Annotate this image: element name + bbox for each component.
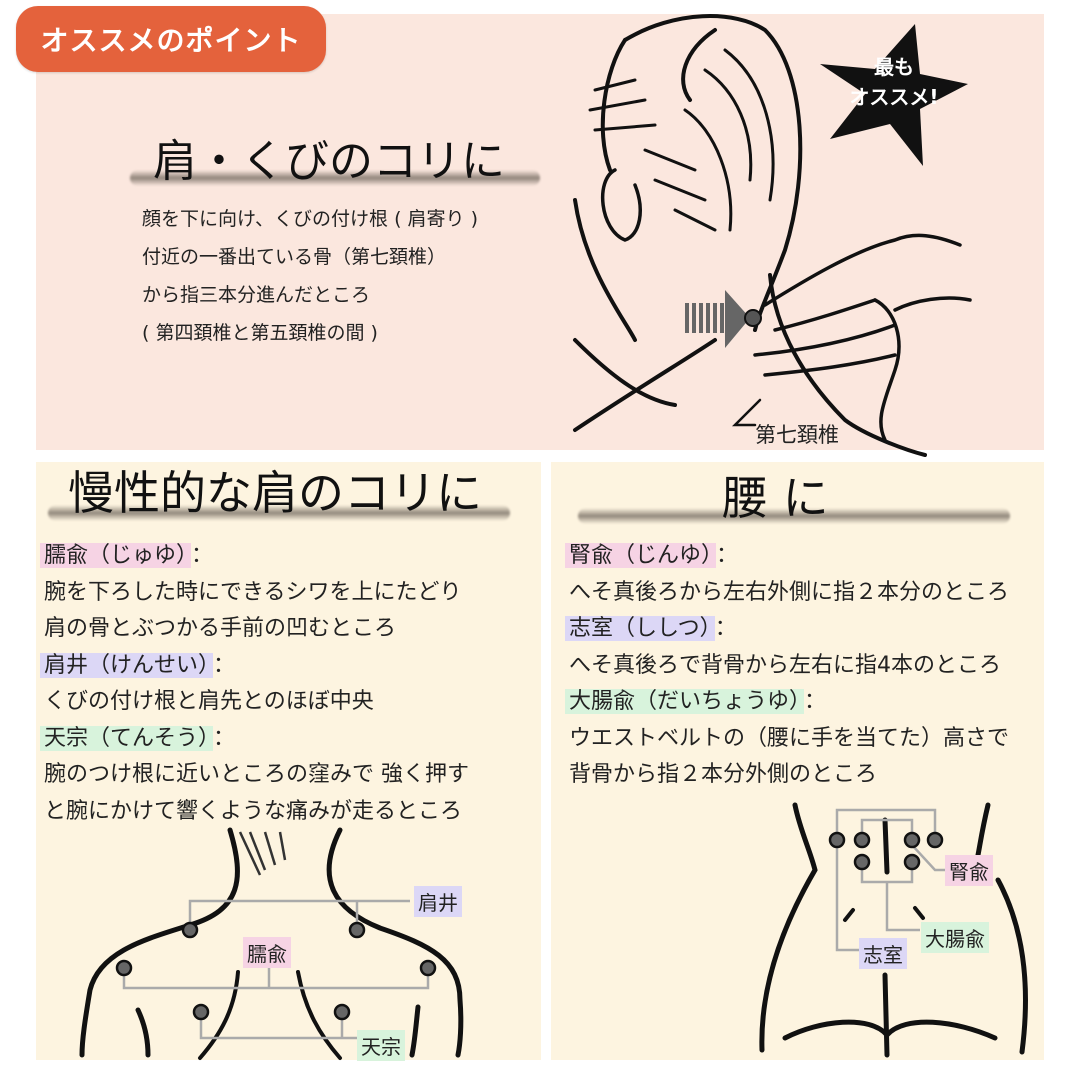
colon: ：	[714, 616, 737, 641]
point-kensei: 肩井（けんせい）：	[40, 648, 469, 685]
colon: ：	[191, 543, 214, 568]
recommend-badge: オススメのポイント	[16, 6, 326, 72]
neck-desc-line: 顔を下に向け、くびの付け根 ( 肩寄り )	[142, 208, 478, 230]
diagram-label-daichoyu: 大腸兪	[921, 922, 989, 953]
diagram-label-jinyu: 腎兪	[945, 855, 993, 886]
neck-massage-illustration	[573, 14, 972, 457]
point-tenso: 天宗（てんそう）：	[40, 721, 469, 758]
point-name-kensei: 肩井（けんせい）	[40, 652, 214, 678]
neck-description: 顔を下に向け、くびの付け根 ( 肩寄り ) 付近の一番出ている骨（第七頚椎） か…	[142, 200, 478, 352]
point-kensei-jyuyu: 臑兪（じゅゆ）：	[40, 538, 469, 575]
title-underbar	[48, 505, 510, 521]
point-desc: 腕のつけ根に近いところの窪みで 強く押す	[44, 762, 469, 787]
lower-back-points-list: 腎兪（じんゆ）： へそ真後ろから左右外側に指２本分のところ 志室（ししつ）： へ…	[565, 538, 1010, 794]
diagram-label-kensei: 肩井	[414, 886, 462, 917]
point-name-tenso: 天宗（てんそう）	[40, 725, 214, 751]
point-name-daichoyu: 大腸兪（だいちょうゆ）	[565, 689, 805, 714]
point-desc: くびの付け根と肩先とのほぼ中央	[44, 689, 374, 714]
star-text-line1: 最も	[874, 55, 914, 79]
point-desc: 背骨から指２本分外側のところ	[569, 762, 878, 787]
title-underbar	[130, 170, 540, 186]
neck-desc-line: 付近の一番出ている骨（第七頚椎）	[142, 246, 447, 268]
colon: ：	[213, 725, 236, 751]
point-desc: と腕にかけて響くような痛みが走るところ	[44, 798, 463, 824]
diagram-label-shishitsu: 志室	[859, 938, 907, 969]
most-recommended-label: 最も オススメ!	[836, 52, 952, 112]
star-text-line2: オススメ!	[849, 85, 939, 109]
neck-desc-line: ( 第四頚椎と第五頚椎の間 )	[142, 322, 378, 344]
section-title-neck: 肩・くびのコリに	[153, 136, 505, 187]
point-desc: へそ真後ろで背骨から左右に指4本のところ	[569, 652, 1001, 678]
point-desc: 肩の骨とぶつかる手前の凹むところ	[44, 616, 397, 641]
point-shishitsu: 志室（ししつ）：	[565, 611, 1009, 648]
title-underbar	[578, 508, 1010, 524]
point-name-shishitsu: 志室（ししつ）	[565, 616, 715, 641]
point-name-juyu: 臑兪（じゅゆ）	[40, 543, 192, 568]
c7-label: 第七頚椎	[755, 423, 839, 447]
lower-back-acupoint-diagram	[759, 802, 1028, 1058]
shoulder-points-list: 臑兪（じゅゆ）： 腕を下ろした時にできるシワを上にたどり 肩の骨とぶつかる手前の…	[40, 538, 469, 830]
colon: ：	[213, 652, 236, 678]
point-desc: 腕を下ろした時にできるシワを上にたどり	[44, 579, 462, 605]
diagram-label-tenso: 天宗	[357, 1030, 405, 1061]
point-jinyu: 腎兪（じんゆ）：	[565, 538, 1009, 575]
colon: ：	[716, 543, 739, 568]
point-daichoyu: 大腸兪（だいちょうゆ）：	[565, 684, 1009, 721]
neck-desc-line: から指三本分進んだところ	[142, 284, 371, 306]
point-name-jinyu: 腎兪（じんゆ）	[565, 543, 717, 568]
diagram-label-juyu: 臑兪	[243, 937, 291, 968]
section-title-shoulder: 慢性的な肩のコリに	[68, 466, 482, 520]
section-title-lower-back: 腰 に	[722, 471, 829, 525]
colon: ：	[804, 689, 827, 714]
shoulder-acupoint-diagram	[79, 827, 464, 1060]
point-desc: ウエストベルトの（腰に手を当てた）高さで	[569, 725, 1010, 751]
star-icon	[820, 24, 968, 166]
point-desc: へそ真後ろから左右外側に指２本分のところ	[569, 579, 1010, 605]
